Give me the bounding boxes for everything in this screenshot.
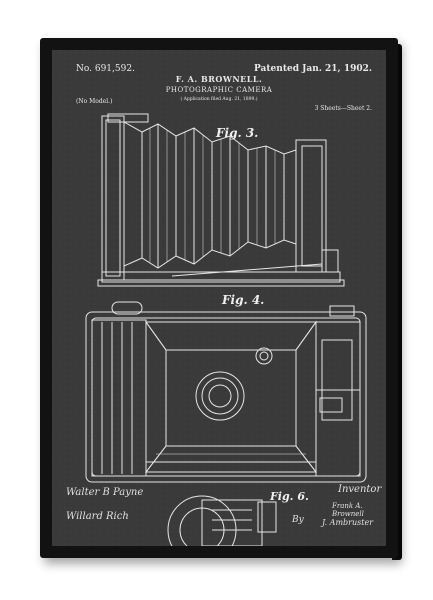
patent-drawing bbox=[52, 50, 386, 546]
patent-artwork: No. 691,592. Patented Jan. 21, 1902. F. … bbox=[52, 50, 386, 546]
sheet-count: 3 Sheets—Sheet 2. bbox=[314, 105, 372, 112]
attorney-signature: J. Ambruster bbox=[322, 518, 374, 527]
figure-4-label: Fig. 4. bbox=[222, 293, 265, 307]
inventor-label: Inventor bbox=[338, 484, 382, 495]
figure-6-drawing bbox=[167, 495, 277, 546]
no-model-note: (No Model.) bbox=[76, 98, 113, 105]
patent-title: PHOTOGRAPHIC CAMERA bbox=[165, 86, 273, 94]
application-date: ( Application filed Aug. 21, 1899.) bbox=[180, 97, 258, 102]
figure-4-drawing bbox=[85, 301, 367, 483]
figure-3-label: Fig. 3. bbox=[216, 126, 259, 140]
witness-signature-1: Walter B Payne bbox=[66, 487, 144, 498]
witness-signature-2: Willard Rich bbox=[66, 511, 129, 522]
patent-number: No. 691,592. bbox=[76, 64, 135, 74]
inventor-signature: Frank A. Brownell bbox=[332, 502, 364, 518]
figure-3-drawing bbox=[97, 113, 345, 287]
inventor-name: F. A. BROWNELL. bbox=[175, 74, 263, 84]
figure-6-label: Fig. 6. bbox=[270, 490, 309, 503]
by-label: By bbox=[292, 515, 304, 525]
patent-date: Patented Jan. 21, 1902. bbox=[254, 64, 372, 74]
